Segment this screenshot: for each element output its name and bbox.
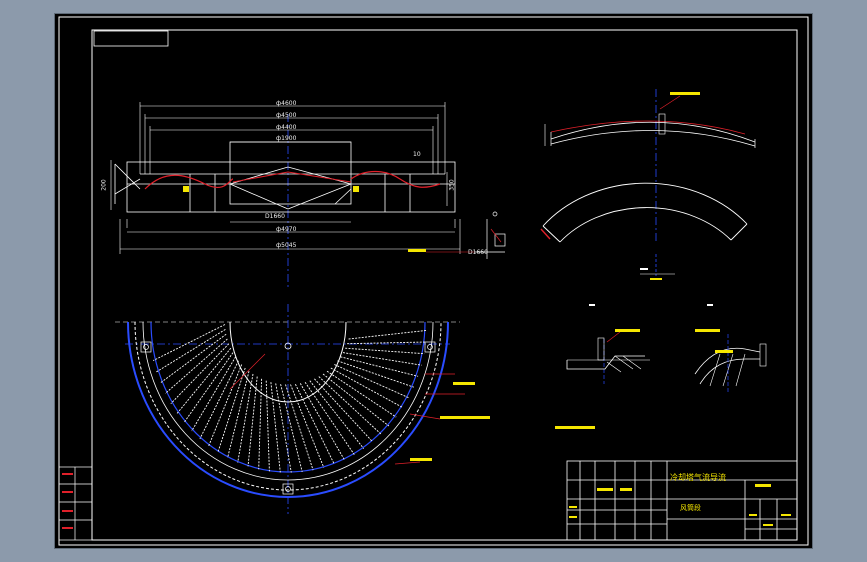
plan-annotation-marks (410, 382, 490, 461)
inner-ring-blue (150, 321, 426, 473)
guide-vane (270, 382, 281, 473)
guide-vane (314, 378, 373, 443)
dim-d1660-detail: D1660 (468, 249, 488, 256)
guide-vane (330, 367, 404, 408)
guide-vane (340, 356, 419, 377)
flange-detail (475, 211, 506, 259)
drawing-number-box (93, 30, 169, 47)
guide-vane (275, 383, 292, 473)
dim-d4500: ф4500 (276, 112, 297, 119)
guide-vane (285, 384, 314, 471)
elevation-yellow-marks (183, 186, 426, 252)
drawing-sheet: ф4600 ф4500 ф4400 ф1900 ф4970 ф5045 D166… (55, 14, 812, 548)
dim-side-350: 350 (448, 179, 456, 191)
outer-border (58, 16, 809, 546)
plan-view (115, 304, 490, 514)
bolt-holes (140, 341, 436, 495)
dim-d4600: ф4600 (276, 100, 297, 107)
guide-vane (337, 360, 414, 388)
guide-vane (304, 381, 355, 455)
inner-border (91, 29, 798, 541)
cad-drawing-canvas (58, 16, 809, 546)
arc-views (540, 89, 756, 280)
guide-vane (170, 343, 230, 405)
guide-vane (309, 380, 365, 449)
guide-vane (176, 347, 232, 414)
dim-top-10: 10 (413, 151, 421, 158)
dim-d4400: ф4400 (276, 124, 297, 131)
guide-vane (227, 371, 250, 458)
guide-vane (265, 380, 270, 472)
guide-vane (156, 329, 226, 373)
hub-circle (229, 321, 347, 403)
guide-vane (294, 384, 335, 465)
outer-ring-dashed (134, 321, 442, 491)
elevation-view (110, 102, 475, 290)
dim-side-200: 200 (100, 179, 108, 191)
airfoil-profile-mid (232, 171, 352, 183)
guide-vane (290, 384, 325, 468)
dim-d5045: ф5045 (276, 242, 297, 249)
guide-vane (342, 352, 422, 366)
side-strip (58, 466, 93, 541)
guide-vane (191, 356, 236, 432)
title-block (566, 460, 798, 541)
guide-vane (183, 352, 234, 423)
guide-vane (237, 373, 254, 463)
guide-vane (322, 373, 390, 427)
airfoil-profile (144, 170, 441, 190)
title-block-fill-marks (569, 484, 791, 526)
guide-vane (299, 383, 345, 461)
guide-vane (345, 347, 425, 355)
plan-leaders (229, 353, 465, 465)
section-details (555, 304, 767, 429)
guide-vanes (152, 324, 428, 473)
title-block-title: 冷却塔气流导流 (670, 473, 726, 482)
guide-vane (326, 370, 397, 418)
guide-vane (318, 376, 382, 435)
elevation-body (114, 141, 456, 213)
guide-vane (347, 341, 427, 345)
guide-vane (247, 376, 258, 467)
dim-d1900: ф1900 (276, 135, 297, 142)
guide-vane (152, 324, 226, 362)
guide-vane (280, 384, 303, 473)
guide-vane (160, 333, 227, 384)
hub-center-mark (284, 342, 292, 350)
outer-ring-blue (127, 321, 449, 498)
guide-vane (334, 364, 409, 399)
guide-vane (258, 378, 263, 470)
title-block-subtitle: 风筒段 (680, 504, 701, 512)
dim-d4970: ф4970 (276, 226, 297, 233)
guide-vane (208, 364, 243, 447)
side-strip-marks (62, 473, 73, 529)
guide-vane (199, 360, 239, 439)
dim-d1660: D1660 (265, 213, 285, 220)
guide-vane (348, 329, 428, 340)
outer-ring (142, 321, 434, 481)
guide-vane (217, 367, 246, 453)
guide-vane (164, 338, 228, 394)
